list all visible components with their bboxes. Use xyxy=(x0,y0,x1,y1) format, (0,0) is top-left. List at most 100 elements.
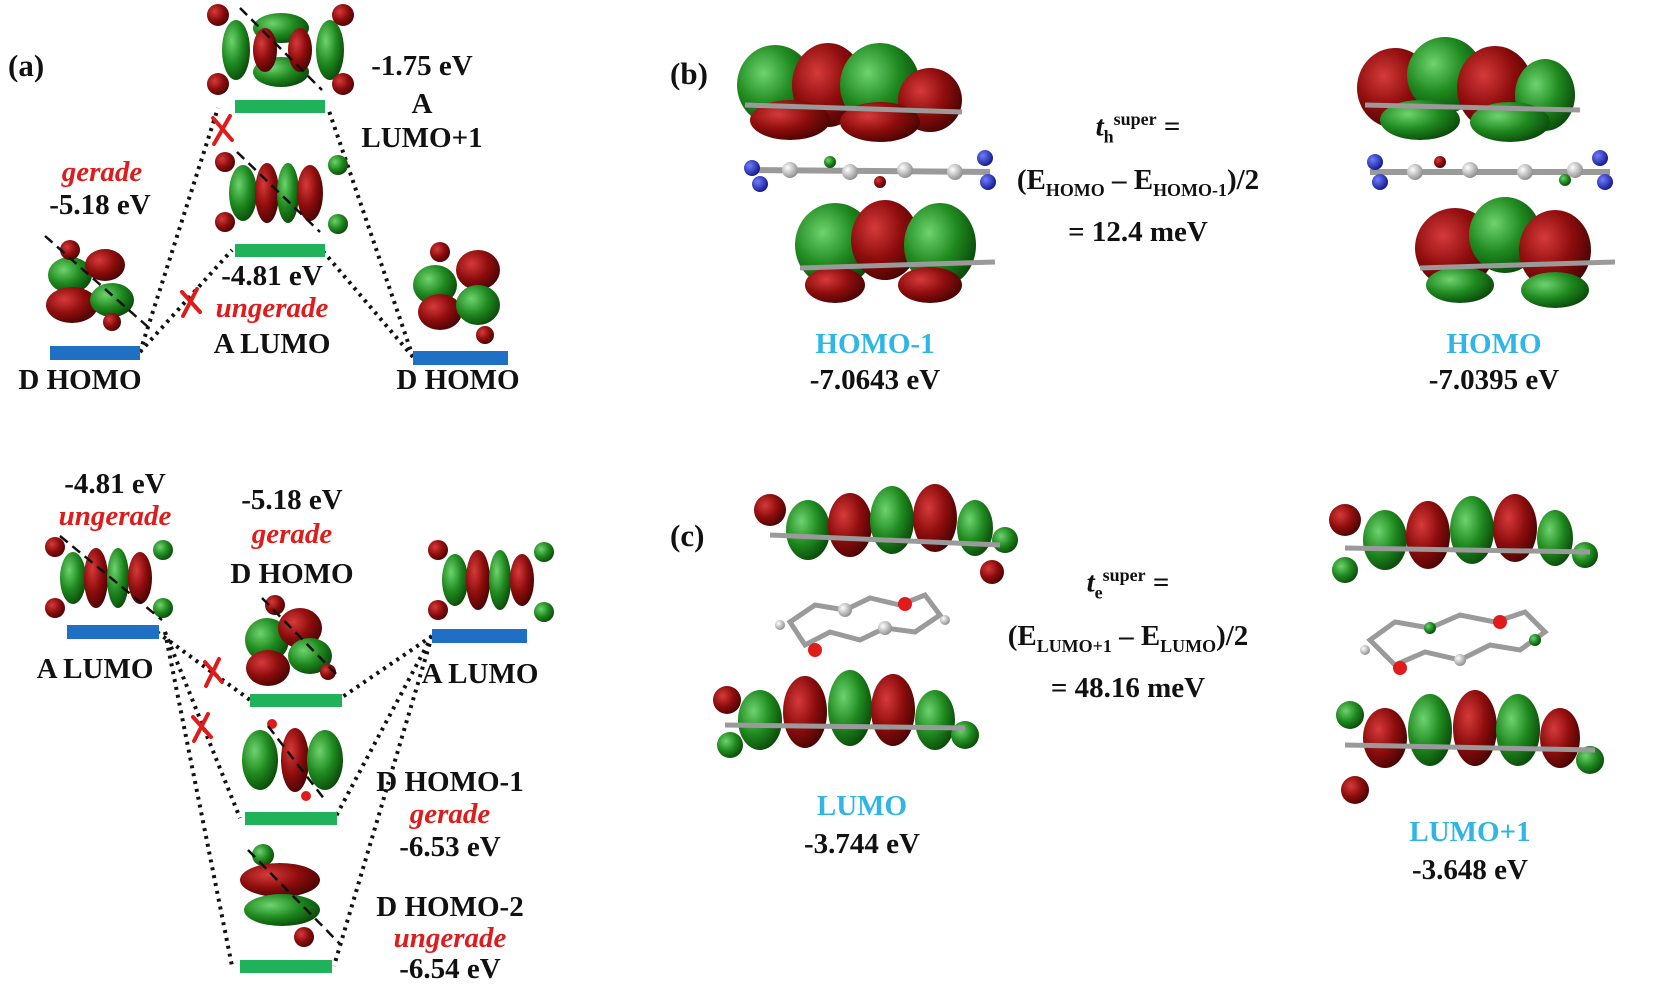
orbital-d-homo1-icon xyxy=(242,719,343,801)
bottom-mid-energy: -5.18 eV xyxy=(241,484,343,516)
lumo-plus1-energy: -3.648 eV xyxy=(1412,854,1528,886)
eq-minus: – E xyxy=(1111,620,1161,652)
connector-line xyxy=(155,630,252,702)
homo-name: HOMO xyxy=(1446,328,1542,360)
connector-line xyxy=(138,107,220,353)
orbital-d-homo-mid-icon xyxy=(245,595,341,686)
forbidden-cross-marks xyxy=(191,657,224,743)
acceptor-lumo1-level xyxy=(235,100,325,113)
orbital-lumo-plus1-icon xyxy=(1329,494,1604,804)
panel-a-bottom-diagram xyxy=(45,535,554,973)
orbital-d-homo-left-icon xyxy=(44,235,149,331)
homo-energy: -7.0395 eV xyxy=(1428,364,1560,396)
bottom-right-name: A LUMO xyxy=(421,658,539,690)
lumo-symmetry-label: ungerade xyxy=(215,292,329,324)
orbital-a-lumo1-icon xyxy=(207,4,354,95)
hole-transfer-integral-formula: (EHOMO – EHOMO-1)/2 xyxy=(1017,166,1259,199)
forbidden-cross-icon xyxy=(191,712,213,743)
homo2-symmetry: ungerade xyxy=(393,922,507,954)
panel-c-label: (c) xyxy=(670,518,705,553)
panel-b-orbitals xyxy=(737,37,1616,308)
acceptor-lumo-level-right xyxy=(432,629,527,643)
homo1-energy: -6.53 eV xyxy=(399,831,501,863)
orbital-a-lumo-left-icon xyxy=(45,535,173,621)
hole-transfer-integral-symbol: thsuper = xyxy=(1096,110,1181,145)
lumo-plus1-name: LUMO+1 xyxy=(1409,816,1531,848)
donor-homo-level-left xyxy=(50,346,140,360)
forbidden-cross-marks xyxy=(180,114,234,318)
left-energy-label: -5.18 eV xyxy=(49,189,151,221)
lumo1-name-line1: A xyxy=(411,88,433,120)
left-symmetry-label: gerade xyxy=(61,156,143,188)
lumo1-name-line2: LUMO+1 xyxy=(361,122,483,154)
orbital-d-homo2-icon xyxy=(240,844,341,947)
connector-line xyxy=(336,634,434,702)
connector-line xyxy=(138,248,234,354)
molecule-middle-c1 xyxy=(775,591,950,657)
molecule-middle-b2 xyxy=(1367,150,1613,190)
donor-homo-level xyxy=(250,694,342,707)
homo-minus1-energy: -7.0643 eV xyxy=(809,364,941,396)
lumo-energy-c: -3.744 eV xyxy=(804,828,920,860)
lumo1-energy: -1.75 eV xyxy=(371,50,473,82)
connector-line xyxy=(163,631,242,819)
eq-equals: = xyxy=(1145,566,1170,599)
panel-c-orbitals xyxy=(713,484,1604,804)
forbidden-cross-icon xyxy=(180,287,202,318)
acceptor-lumo-level xyxy=(235,244,325,257)
eq-t-symbol: t xyxy=(1095,110,1104,143)
eq-equals: = xyxy=(1156,110,1181,143)
panel-a-top-diagram xyxy=(44,4,508,365)
electron-transfer-integral-value: = 48.16 meV xyxy=(1050,672,1206,704)
eq-close: )/2 xyxy=(1226,164,1260,196)
eq-open: (E xyxy=(1016,164,1046,196)
forbidden-cross-icon xyxy=(203,657,224,688)
lumo-energy: -4.81 eV xyxy=(221,260,323,292)
eq-sub1: LUMO+1 xyxy=(1036,635,1112,656)
homo2-energy: -6.54 eV xyxy=(399,953,501,985)
orbital-d-homo-right-icon xyxy=(413,242,500,344)
acceptor-lumo-level-left xyxy=(67,625,159,639)
correlation-lines xyxy=(138,107,415,359)
left-d-homo-name: D HOMO xyxy=(18,364,142,396)
lumo-name: A LUMO xyxy=(213,328,331,360)
bottom-mid-name: D HOMO xyxy=(230,558,354,590)
molecule-middle-c2 xyxy=(1360,609,1549,675)
bottom-mid-symmetry: gerade xyxy=(251,518,333,550)
eq-t-superscript: super xyxy=(1102,565,1146,585)
bottom-left-name: A LUMO xyxy=(36,653,154,685)
molecule-middle-b1 xyxy=(744,150,996,192)
connector-line xyxy=(320,248,415,359)
bottom-left-symmetry: ungerade xyxy=(58,500,172,532)
panel-a-label: (a) xyxy=(8,48,45,83)
homo1-symmetry: gerade xyxy=(409,798,491,830)
forbidden-cross-icon xyxy=(211,114,234,146)
eq-t-superscript: super xyxy=(1113,109,1157,129)
eq-sub1: HOMO xyxy=(1045,179,1105,200)
connector-line xyxy=(163,631,234,967)
orbital-a-lumo-icon xyxy=(215,151,348,234)
donor-homo1-level xyxy=(245,812,337,825)
right-d-homo-name: D HOMO xyxy=(396,364,520,396)
orbital-homo-icon xyxy=(1357,37,1616,308)
eq-t-symbol: t xyxy=(1086,566,1095,599)
orbital-lumo-icon xyxy=(713,484,1018,758)
orbital-homo-minus1-icon xyxy=(737,43,996,303)
eq-minus: – E xyxy=(1104,164,1154,196)
donor-homo-level-right xyxy=(413,351,508,365)
eq-t-subscript: e xyxy=(1094,582,1103,603)
homo1-name: D HOMO-1 xyxy=(376,766,524,798)
eq-t-subscript: h xyxy=(1103,126,1114,147)
eq-sub2: LUMO xyxy=(1160,635,1217,656)
eq-open: (E xyxy=(1007,620,1037,652)
orbital-a-lumo-right-icon xyxy=(428,540,554,622)
electron-transfer-integral-formula: (ELUMO+1 – ELUMO)/2 xyxy=(1008,622,1249,655)
electron-transfer-integral-symbol: tesuper = xyxy=(1087,566,1170,601)
panel-b-label: (b) xyxy=(670,56,708,91)
connector-line xyxy=(333,635,434,819)
correlation-lines xyxy=(155,630,434,967)
homo2-name: D HOMO-2 xyxy=(376,891,524,923)
homo-minus1-name: HOMO-1 xyxy=(815,328,935,360)
bottom-left-energy: -4.81 eV xyxy=(64,468,166,500)
